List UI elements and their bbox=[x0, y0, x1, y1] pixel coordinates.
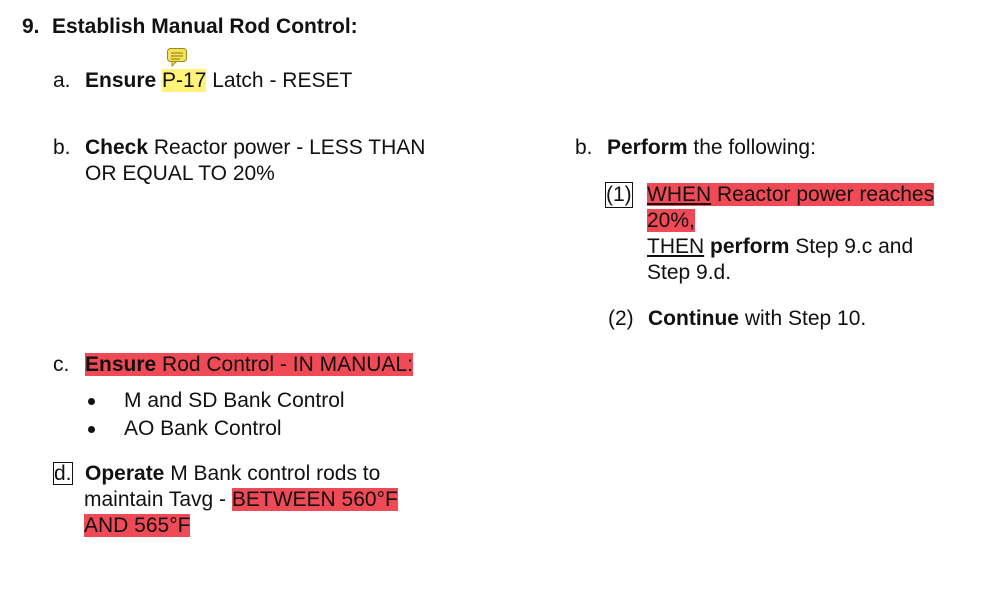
item-b-left-letter: b. bbox=[53, 136, 71, 159]
item-d-letter-wrap: d. bbox=[53, 461, 85, 487]
bullet-icon bbox=[88, 398, 95, 405]
item-d-letter[interactable]: d. bbox=[53, 462, 73, 485]
substep-2-rest: with Step 10. bbox=[738, 307, 867, 330]
item-c-bullet-list: M and SD Bank Control AO Bank Control bbox=[84, 388, 345, 444]
step-item-b-left: b. Check Reactor power - LESS THAN OR EQU… bbox=[53, 135, 425, 187]
item-c-letter: c. bbox=[53, 353, 70, 376]
then-rest: Step 9.c and bbox=[789, 235, 914, 258]
bullet-text: M and SD Bank Control bbox=[124, 389, 345, 412]
comment-note-icon[interactable] bbox=[166, 47, 188, 68]
p17-highlight[interactable]: P-17 bbox=[162, 69, 207, 92]
item-d-line2-highlight: BETWEEN 560°F bbox=[231, 488, 398, 511]
step-item-a: a. Ensure P-17 Latch - RESET bbox=[53, 68, 352, 94]
when-keyword: WHEN bbox=[647, 183, 712, 206]
item-d-verb: Operate bbox=[85, 462, 165, 485]
substep-2: (2) Continue with Step 10. bbox=[608, 306, 866, 332]
item-a-verb: Ensure bbox=[85, 69, 157, 92]
substep-1-number[interactable]: (1) bbox=[605, 182, 633, 208]
item-d-line2-plain: maintain Tavg - bbox=[84, 488, 232, 511]
substep-2-number: (2) bbox=[608, 307, 634, 330]
step-item-b-right: b. Perform the following: bbox=[575, 135, 816, 161]
when-clause: WHEN Reactor power reaches bbox=[647, 183, 935, 206]
item-d-line3-highlight: AND 565°F bbox=[84, 514, 191, 537]
step-title: Establish Manual Rod Control: bbox=[52, 15, 358, 38]
step-item-d: d. Operate M Bank control rods to maintai… bbox=[53, 461, 398, 539]
bullet-text: AO Bank Control bbox=[124, 417, 282, 440]
then-verb: perform bbox=[710, 235, 790, 258]
list-item: M and SD Bank Control bbox=[84, 388, 345, 416]
item-b-right-rest: the following: bbox=[687, 136, 816, 159]
item-c-verb: Ensure bbox=[85, 353, 157, 376]
comment-note-icon-graphic bbox=[167, 48, 187, 68]
item-b-right-verb: Perform bbox=[607, 136, 688, 159]
item-c-rest: Rod Control - IN MANUAL: bbox=[156, 353, 413, 376]
item-c-highlight: Ensure Rod Control - IN MANUAL: bbox=[85, 353, 413, 376]
item-b-left-line1: Reactor power - LESS THAN bbox=[148, 136, 426, 159]
then-line2: Step 9.d. bbox=[647, 261, 732, 284]
item-d-line1: M Bank control rods to bbox=[164, 462, 381, 485]
step-number: 9. bbox=[22, 15, 40, 38]
when-rest: Reactor power reaches bbox=[711, 183, 935, 206]
item-a-rest: Latch - RESET bbox=[206, 69, 353, 92]
step-heading: 9. Establish Manual Rod Control: bbox=[22, 14, 358, 40]
item-b-left-verb: Check bbox=[85, 136, 149, 159]
when-line2: 20%, bbox=[647, 209, 695, 232]
item-a-letter: a. bbox=[53, 69, 71, 92]
item-b-right-letter: b. bbox=[575, 136, 593, 159]
substep-2-verb: Continue bbox=[648, 307, 739, 330]
substep-1-body: WHEN Reactor power reaches 20%, THEN per… bbox=[647, 182, 965, 286]
then-keyword: THEN bbox=[647, 235, 705, 258]
item-b-left-line2: OR EQUAL TO 20% bbox=[85, 162, 275, 185]
step-item-c: c. Ensure Rod Control - IN MANUAL: bbox=[53, 352, 413, 378]
bullet-icon bbox=[88, 426, 95, 433]
list-item: AO Bank Control bbox=[84, 416, 345, 444]
